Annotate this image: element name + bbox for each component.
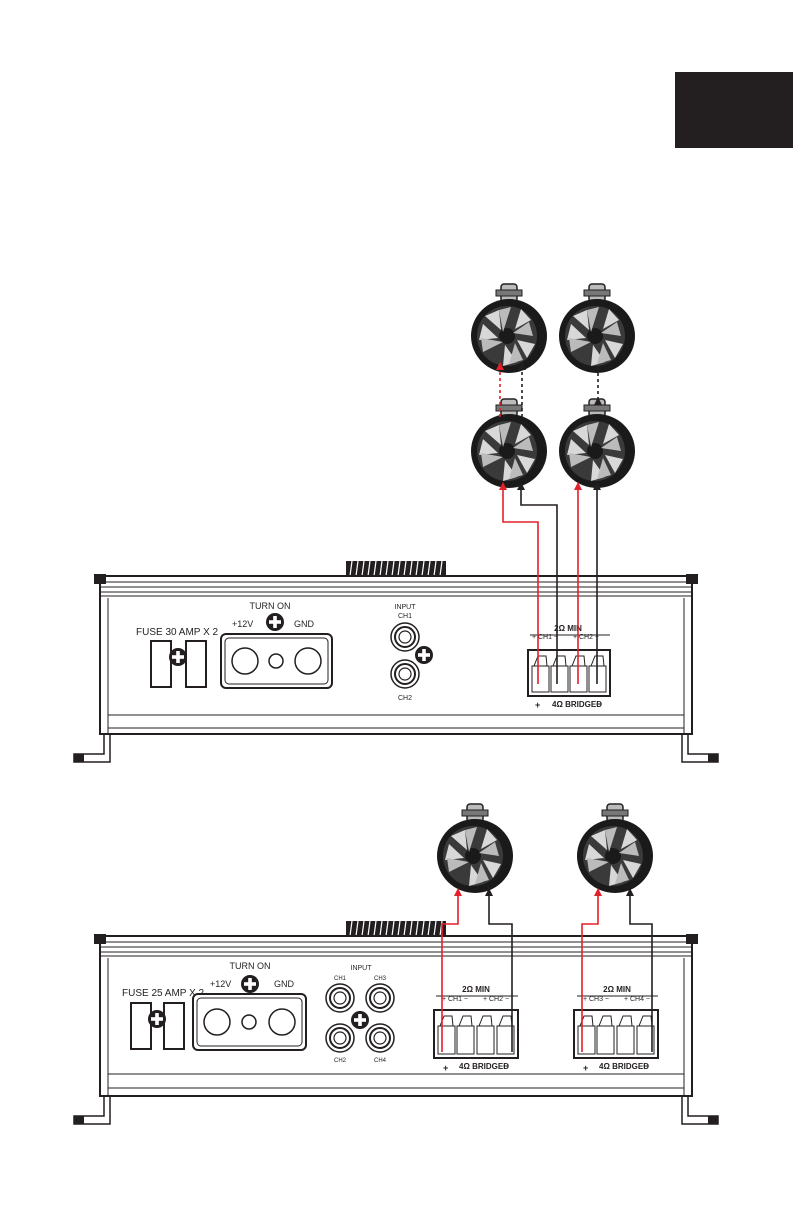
- fuse-left: [151, 641, 171, 687]
- fuse-label-2ch: FUSE 30 AMP X 2: [136, 627, 219, 638]
- input-ch2-label: CH2: [334, 1058, 347, 1064]
- wakeboard-tower-speaker-icon: [471, 399, 547, 488]
- wakeboard-tower-speaker-icon: [437, 804, 513, 893]
- input-ch1-label: CH1: [398, 613, 412, 620]
- min-ohm-label-ch12: 2Ω MIN: [462, 985, 490, 994]
- screw-plus-icon: [241, 975, 259, 993]
- out-ch4-label-4ch: + CH4 −: [624, 996, 650, 1003]
- plus12v-label-2ch: +12V: [232, 619, 253, 629]
- input-label-2ch: INPUT: [395, 604, 417, 611]
- bridged-minus-2ch: −: [596, 699, 601, 709]
- rca-ch3-jack: [366, 984, 394, 1012]
- rca-ch4-jack: [366, 1024, 394, 1052]
- speaker-terminal-ch34: [574, 1010, 658, 1058]
- input-ch2-label: CH2: [398, 695, 412, 702]
- bridged-plus-ch12: +: [443, 1063, 448, 1073]
- out-ch3-label-4ch: + CH3 −: [583, 996, 609, 1003]
- screw-plus-icon: [169, 648, 187, 666]
- bridged-minus-ch12: −: [503, 1061, 508, 1071]
- rca-ch2-jack: [326, 1024, 354, 1052]
- fuse-right: [186, 641, 206, 687]
- out-ch2-label-4ch: + CH2 −: [483, 996, 509, 1003]
- wakeboard-tower-speaker-icon: [577, 804, 653, 893]
- input-label-4ch: INPUT: [351, 965, 373, 972]
- input-ch4-label: CH4: [374, 1058, 387, 1064]
- turn-on-label-4ch: TURN ON: [230, 961, 271, 971]
- fuse-label-4ch: FUSE 25 AMP X 2: [122, 988, 205, 999]
- screw-plus-icon: [351, 1011, 369, 1029]
- rca-ch1-jack: [391, 623, 419, 651]
- wakeboard-tower-speaker-icon: [559, 399, 635, 488]
- fuse-right: [164, 1003, 184, 1049]
- bridged-minus-ch34: −: [643, 1061, 648, 1071]
- input-ch3-label: CH3: [374, 976, 387, 982]
- out-ch2-label-2ch: + CH2 −: [573, 634, 599, 641]
- screw-plus-icon: [266, 613, 284, 631]
- rca-ch1-jack: [326, 984, 354, 1012]
- heatsink-fins-2ch: [346, 561, 446, 576]
- wakeboard-tower-speaker-icon: [559, 284, 635, 373]
- bridged-plus-2ch: +: [535, 700, 540, 710]
- min-ohm-label-ch34: 2Ω MIN: [603, 985, 631, 994]
- gnd-label-4ch: GND: [274, 979, 295, 989]
- heatsink-fins-4ch: [346, 921, 446, 936]
- rca-ch2-jack: [391, 660, 419, 688]
- bridged-label-2ch: 4Ω BRIDGED: [552, 700, 602, 709]
- bridged-label-ch12: 4Ω BRIDGED: [459, 1062, 509, 1071]
- out-ch1-label-4ch: + CH1 −: [442, 996, 468, 1003]
- wakeboard-tower-speaker-icon: [471, 284, 547, 373]
- bridged-plus-ch34: +: [583, 1063, 588, 1073]
- bridged-label-ch34: 4Ω BRIDGED: [599, 1062, 649, 1071]
- out-ch1-label-2ch: + CH1 −: [532, 634, 558, 641]
- gnd-label-2ch: GND: [294, 619, 315, 629]
- amp-4ch: FUSE 25 AMP X 2 TURN ON +12V GND INPUT C…: [74, 921, 718, 1124]
- screw-plus-icon: [148, 1010, 166, 1028]
- fuse-left: [131, 1003, 151, 1049]
- speaker-terminal-ch12: [434, 1010, 518, 1058]
- turn-on-label-2ch: TURN ON: [250, 601, 291, 611]
- amp-2ch: FUSE 30 AMP X 2 TURN ON +12V GND INPUT C…: [74, 561, 718, 762]
- screw-plus-icon: [415, 646, 433, 664]
- input-ch1-label: CH1: [334, 976, 347, 982]
- plus12v-label-4ch: +12V: [210, 979, 231, 989]
